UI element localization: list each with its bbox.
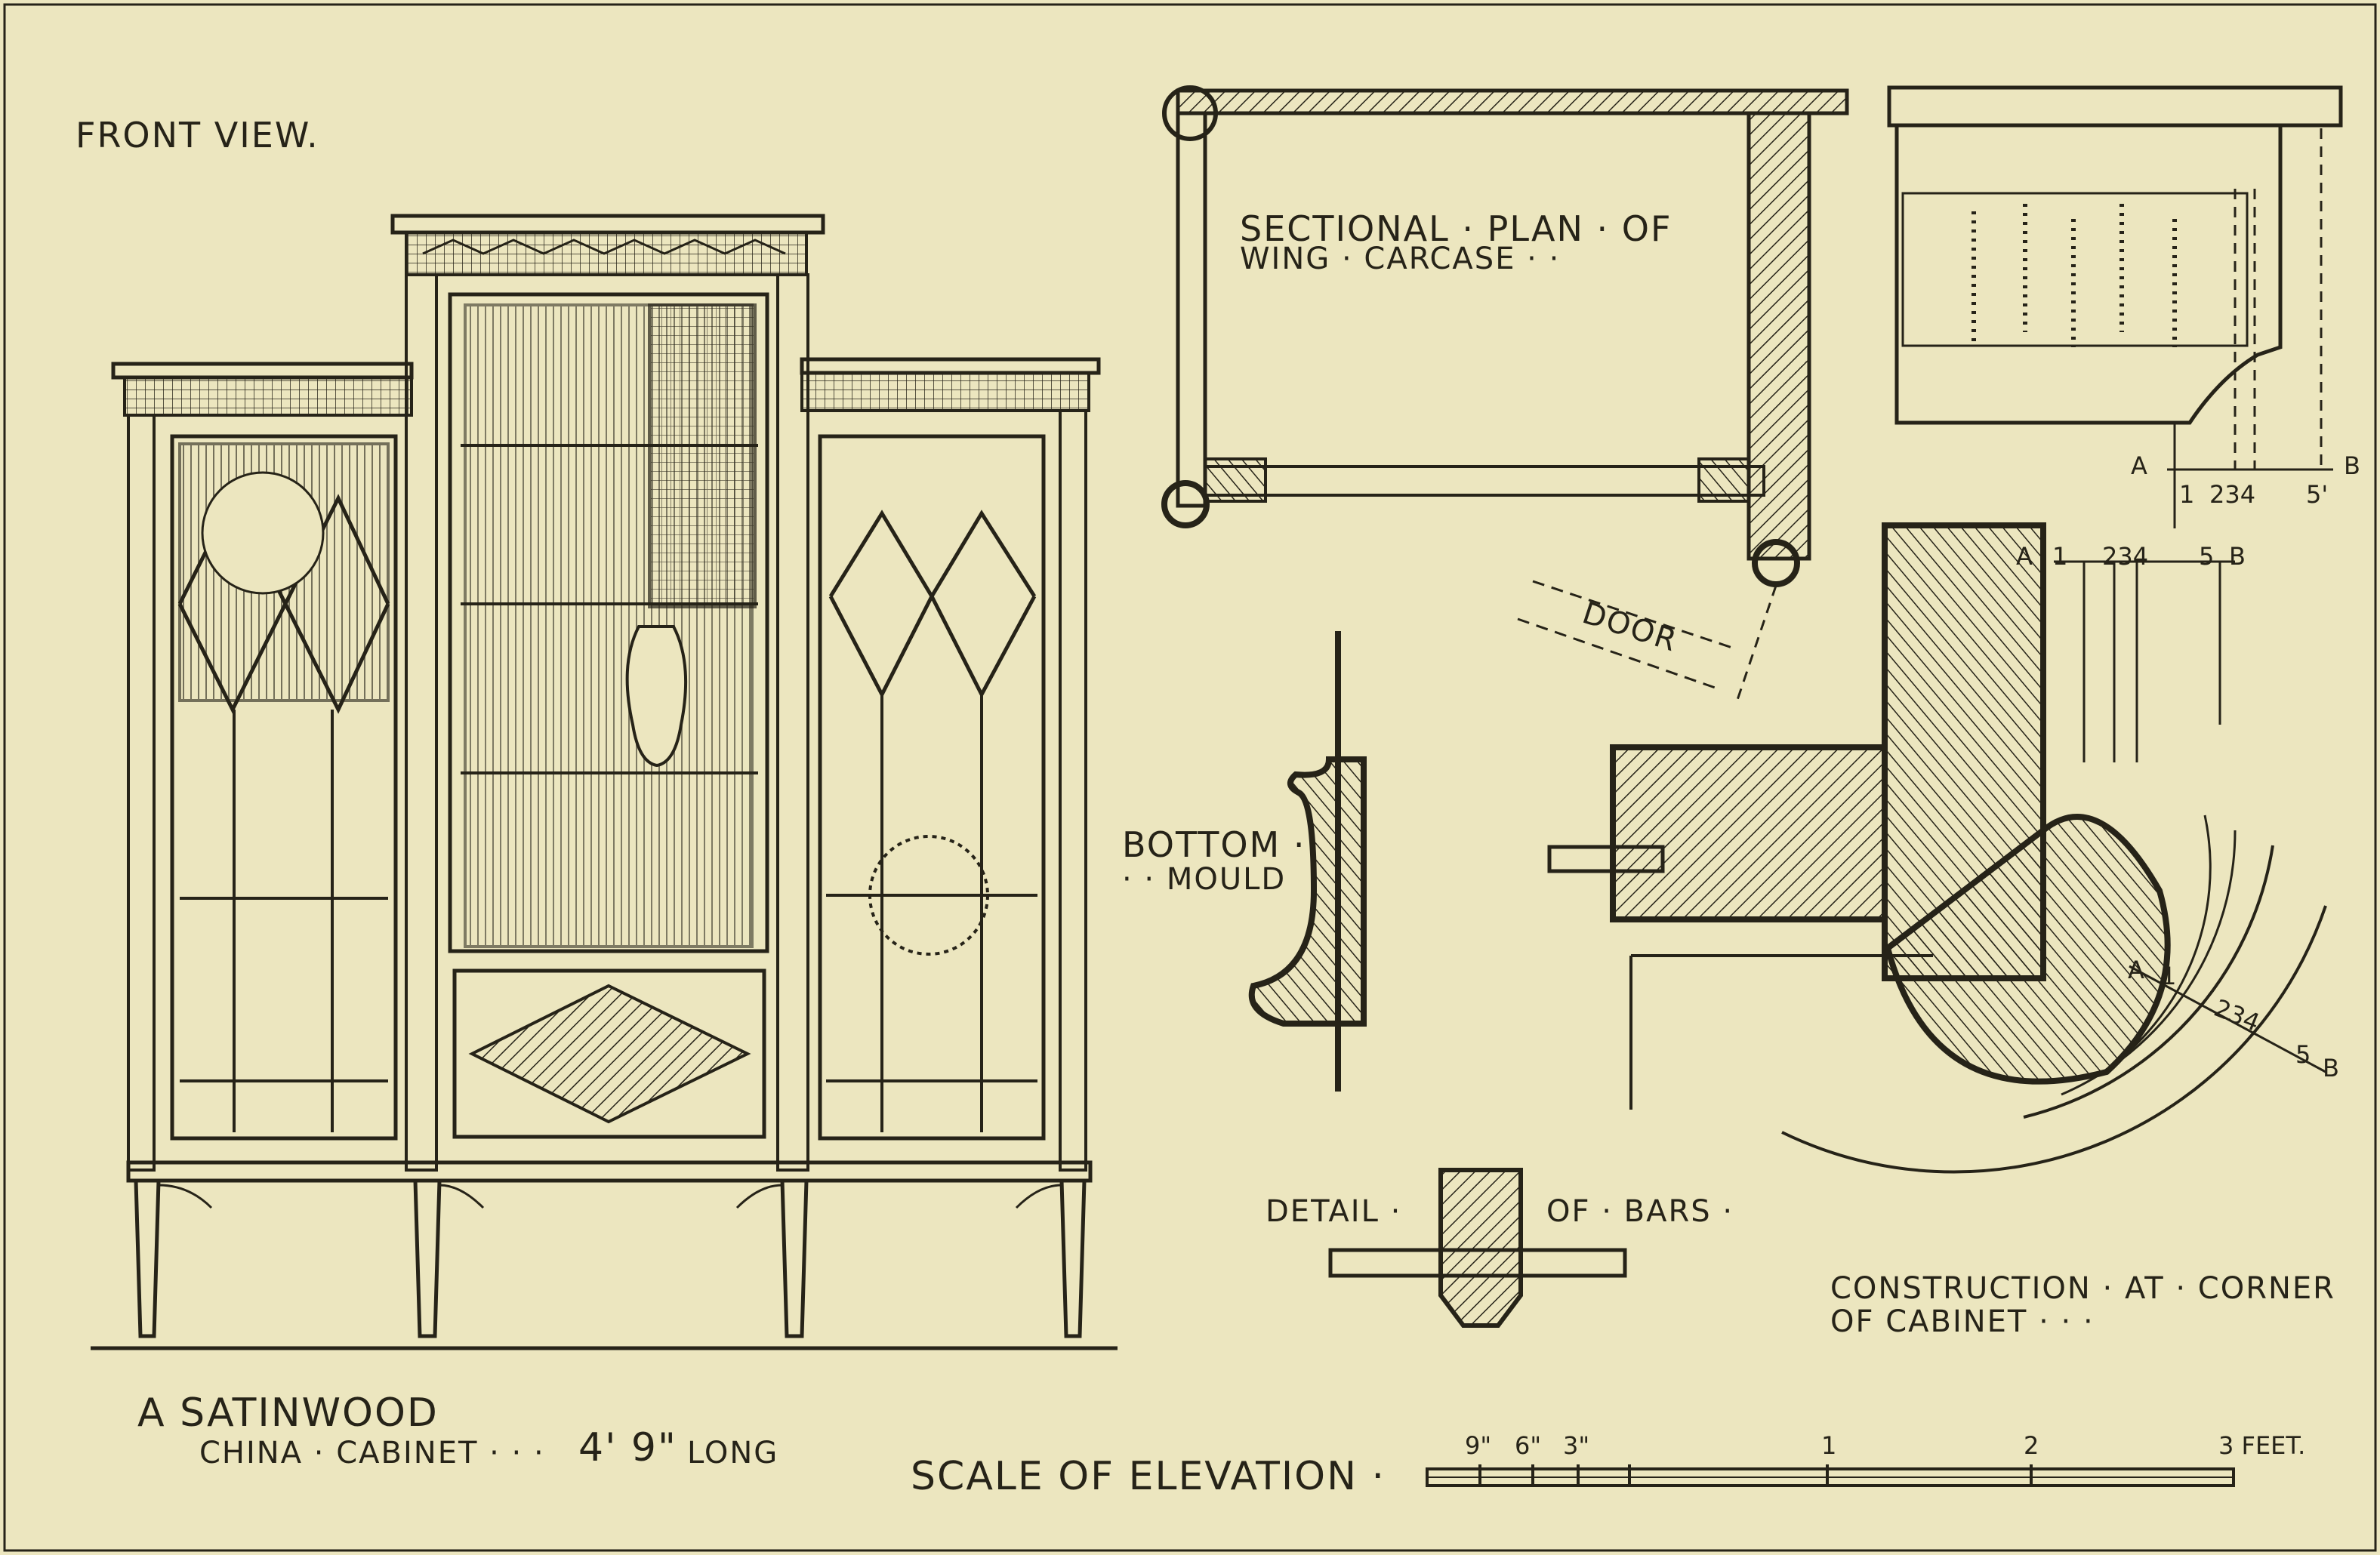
marker-a-top: A: [2131, 451, 2147, 480]
marker-234-mid: 234: [2102, 542, 2149, 571]
scale-tick-1ft: 1: [1821, 1431, 1837, 1460]
caption-line1: A SATINWOOD: [137, 1390, 439, 1436]
marker-5-diag: 5: [2295, 1040, 2311, 1069]
scale-tick-2ft: 2: [2024, 1431, 2039, 1460]
marker-a-mid: A: [2016, 542, 2033, 571]
marker-5-top: 5': [2306, 480, 2329, 509]
marker-1-top: 1: [2179, 480, 2195, 509]
marker-234-top: 234: [2209, 480, 2256, 509]
bottom-mould-label-line1: BOTTOM ·: [1122, 824, 1306, 865]
corner-construction: [1547, 522, 2327, 1174]
scale-bar: [1426, 1464, 2235, 1487]
construction-label-line1: CONSTRUCTION · AT · CORNER: [1830, 1271, 2335, 1306]
detail-of-bars-right-label: OF · BARS ·: [1546, 1194, 1734, 1229]
marker-5-mid: 5: [2199, 542, 2215, 571]
marker-b-diag: B: [2323, 1054, 2339, 1082]
marker-1-diag: 1: [2161, 962, 2177, 990]
sectional-plan: [1161, 85, 1849, 703]
scale-tick-3in: 3": [1563, 1431, 1590, 1460]
detail-of-bars: [1328, 1168, 1627, 1328]
plate-border: [3, 3, 2377, 1552]
bottom-mould: [1248, 631, 1367, 1092]
scale-tick-3ft: 3 FEET.: [2218, 1431, 2306, 1460]
scale-label: SCALE OF ELEVATION ·: [911, 1454, 1386, 1499]
caption-length-unit: LONG: [687, 1436, 779, 1470]
cornice-section: [1887, 85, 2343, 528]
scale-tick-9in: 9": [1465, 1431, 1492, 1460]
front-view-cabinet: [91, 214, 1118, 1350]
marker-b-top: B: [2344, 451, 2360, 480]
marker-1-mid: 1: [2052, 542, 2068, 571]
sectional-plan-label-line2: WING · CARCASE · ·: [1240, 242, 1561, 276]
scale-tick-6in: 6": [1515, 1431, 1542, 1460]
caption-line2: CHINA · CABINET · · ·: [199, 1436, 545, 1470]
bottom-mould-label-line2: · · MOULD: [1122, 862, 1287, 897]
sectional-plan-label-line1: SECTIONAL · PLAN · OF: [1240, 208, 1672, 249]
detail-of-bars-left-label: DETAIL ·: [1266, 1194, 1402, 1229]
marker-b-mid: B: [2229, 542, 2246, 571]
construction-label-line2: OF CABINET · · ·: [1830, 1304, 2095, 1339]
front-view-label: FRONT VIEW.: [76, 115, 319, 156]
caption-length-value: 4' 9": [578, 1425, 677, 1470]
marker-a-diag: A: [2128, 956, 2144, 984]
